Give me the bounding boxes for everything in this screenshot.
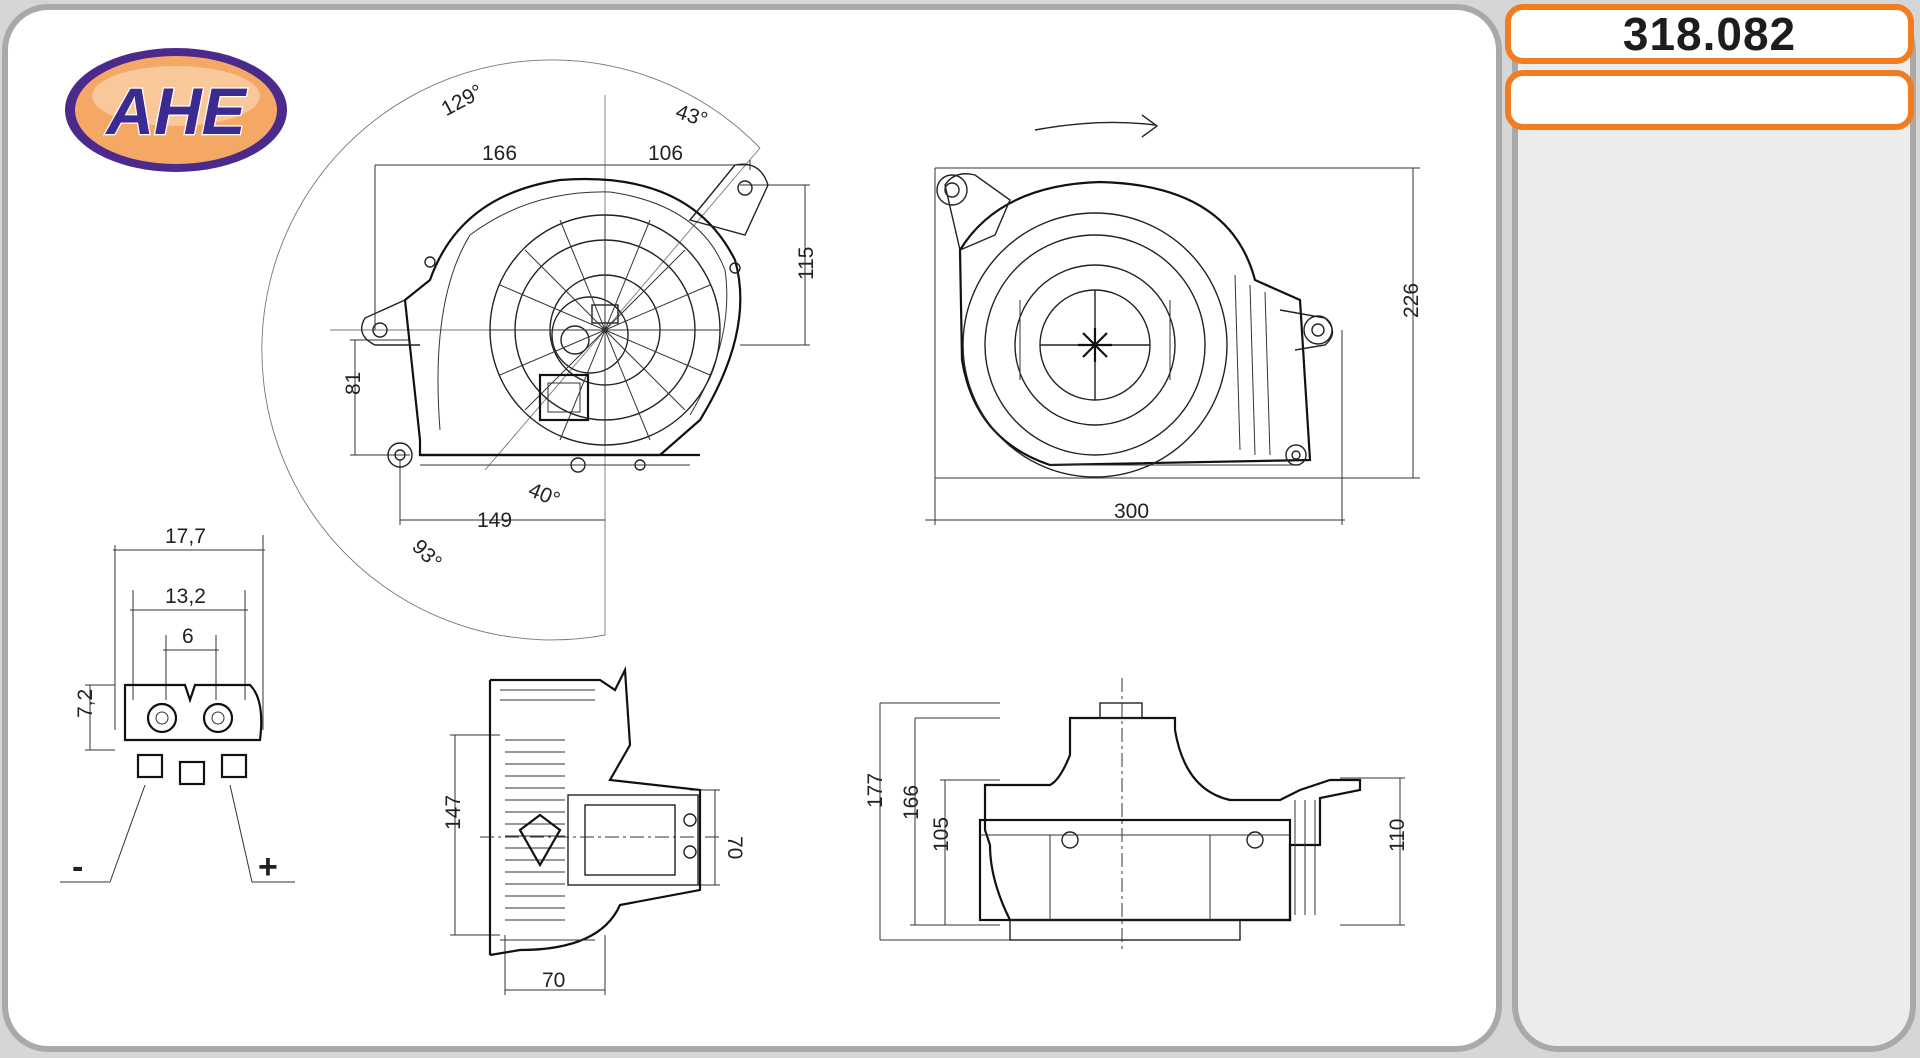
- dim-angle-129: 129°: [438, 80, 487, 121]
- dim-width-300: 300: [1114, 500, 1149, 523]
- ahe-logo: AHE: [65, 48, 287, 172]
- dim-angle-43: 43°: [673, 100, 710, 132]
- top-right-view: 226 300: [925, 114, 1423, 525]
- dim-height-115: 115: [795, 247, 818, 280]
- dim-front-166: 166: [900, 785, 923, 820]
- dim-width-166: 166: [482, 142, 517, 165]
- secondary-info-box: [1505, 70, 1914, 130]
- dim-width-149: 149: [477, 509, 512, 532]
- dim-side-70v: 70: [723, 836, 746, 859]
- polarity-positive: +: [258, 848, 278, 886]
- polarity-negative: -: [72, 848, 83, 886]
- logo-text: AHE: [104, 74, 247, 148]
- part-number: 318.082: [1622, 8, 1797, 60]
- dim-angle-93: 93°: [407, 535, 446, 574]
- drawing-panel: [2, 4, 1502, 1052]
- connector-view: 17,7 13,2 6 7,2 - +: [60, 525, 295, 886]
- dim-conn-13-2: 13,2: [165, 585, 206, 608]
- dim-side-70h: 70: [542, 969, 565, 992]
- dim-width-106: 106: [648, 142, 683, 165]
- dim-front-105: 105: [930, 817, 953, 852]
- dim-conn-6: 6: [182, 625, 194, 648]
- part-number-box: 318.082: [1505, 4, 1914, 64]
- dim-conn-7-2: 7,2: [74, 689, 97, 718]
- front-view: 177 166 105 110: [864, 678, 1409, 950]
- dim-angle-40: 40°: [525, 478, 563, 511]
- dim-conn-17-7: 17,7: [165, 525, 206, 548]
- top-left-view: 129° 43° 166 106 115 81 149 40° 93°: [261, 59, 818, 641]
- side-section-view: 147 70 70: [442, 665, 746, 995]
- side-panel: [1512, 4, 1916, 1052]
- technical-drawing: AHE: [60, 48, 1423, 995]
- dim-front-110: 110: [1386, 819, 1409, 852]
- dim-height-81: 81: [342, 372, 365, 395]
- dim-front-177: 177: [864, 773, 887, 808]
- dim-height-226: 226: [1400, 283, 1423, 318]
- dim-side-147: 147: [442, 795, 465, 830]
